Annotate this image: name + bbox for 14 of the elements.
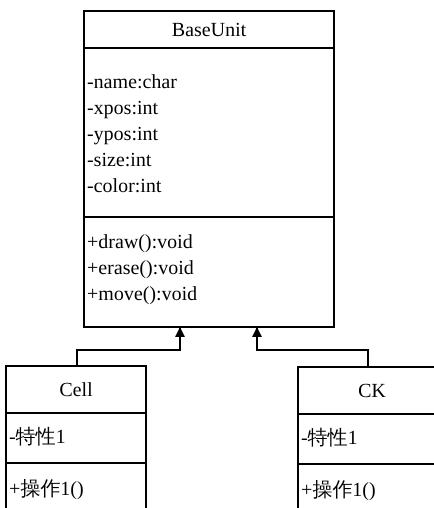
attribute-list: -name:char -xpos:int -ypos:int -size:int -color:int [87,69,327,199]
class-name: CK [357,378,387,404]
inheritance-arrow [252,327,369,366]
attribute-text: -特性1 [301,426,359,451]
class-box [83,10,335,328]
class-box [297,366,434,508]
attribute-text: -特性1 [9,425,67,450]
class-box [5,365,147,508]
operation-list: +draw():void +erase():void +move():void [87,229,327,307]
operation-text: +操作1() [301,478,377,503]
class-name: Cell [58,378,94,402]
operation-text: +操作1() [9,477,85,502]
inheritance-arrow [76,327,185,365]
class-name: BaseUnit [170,18,248,42]
